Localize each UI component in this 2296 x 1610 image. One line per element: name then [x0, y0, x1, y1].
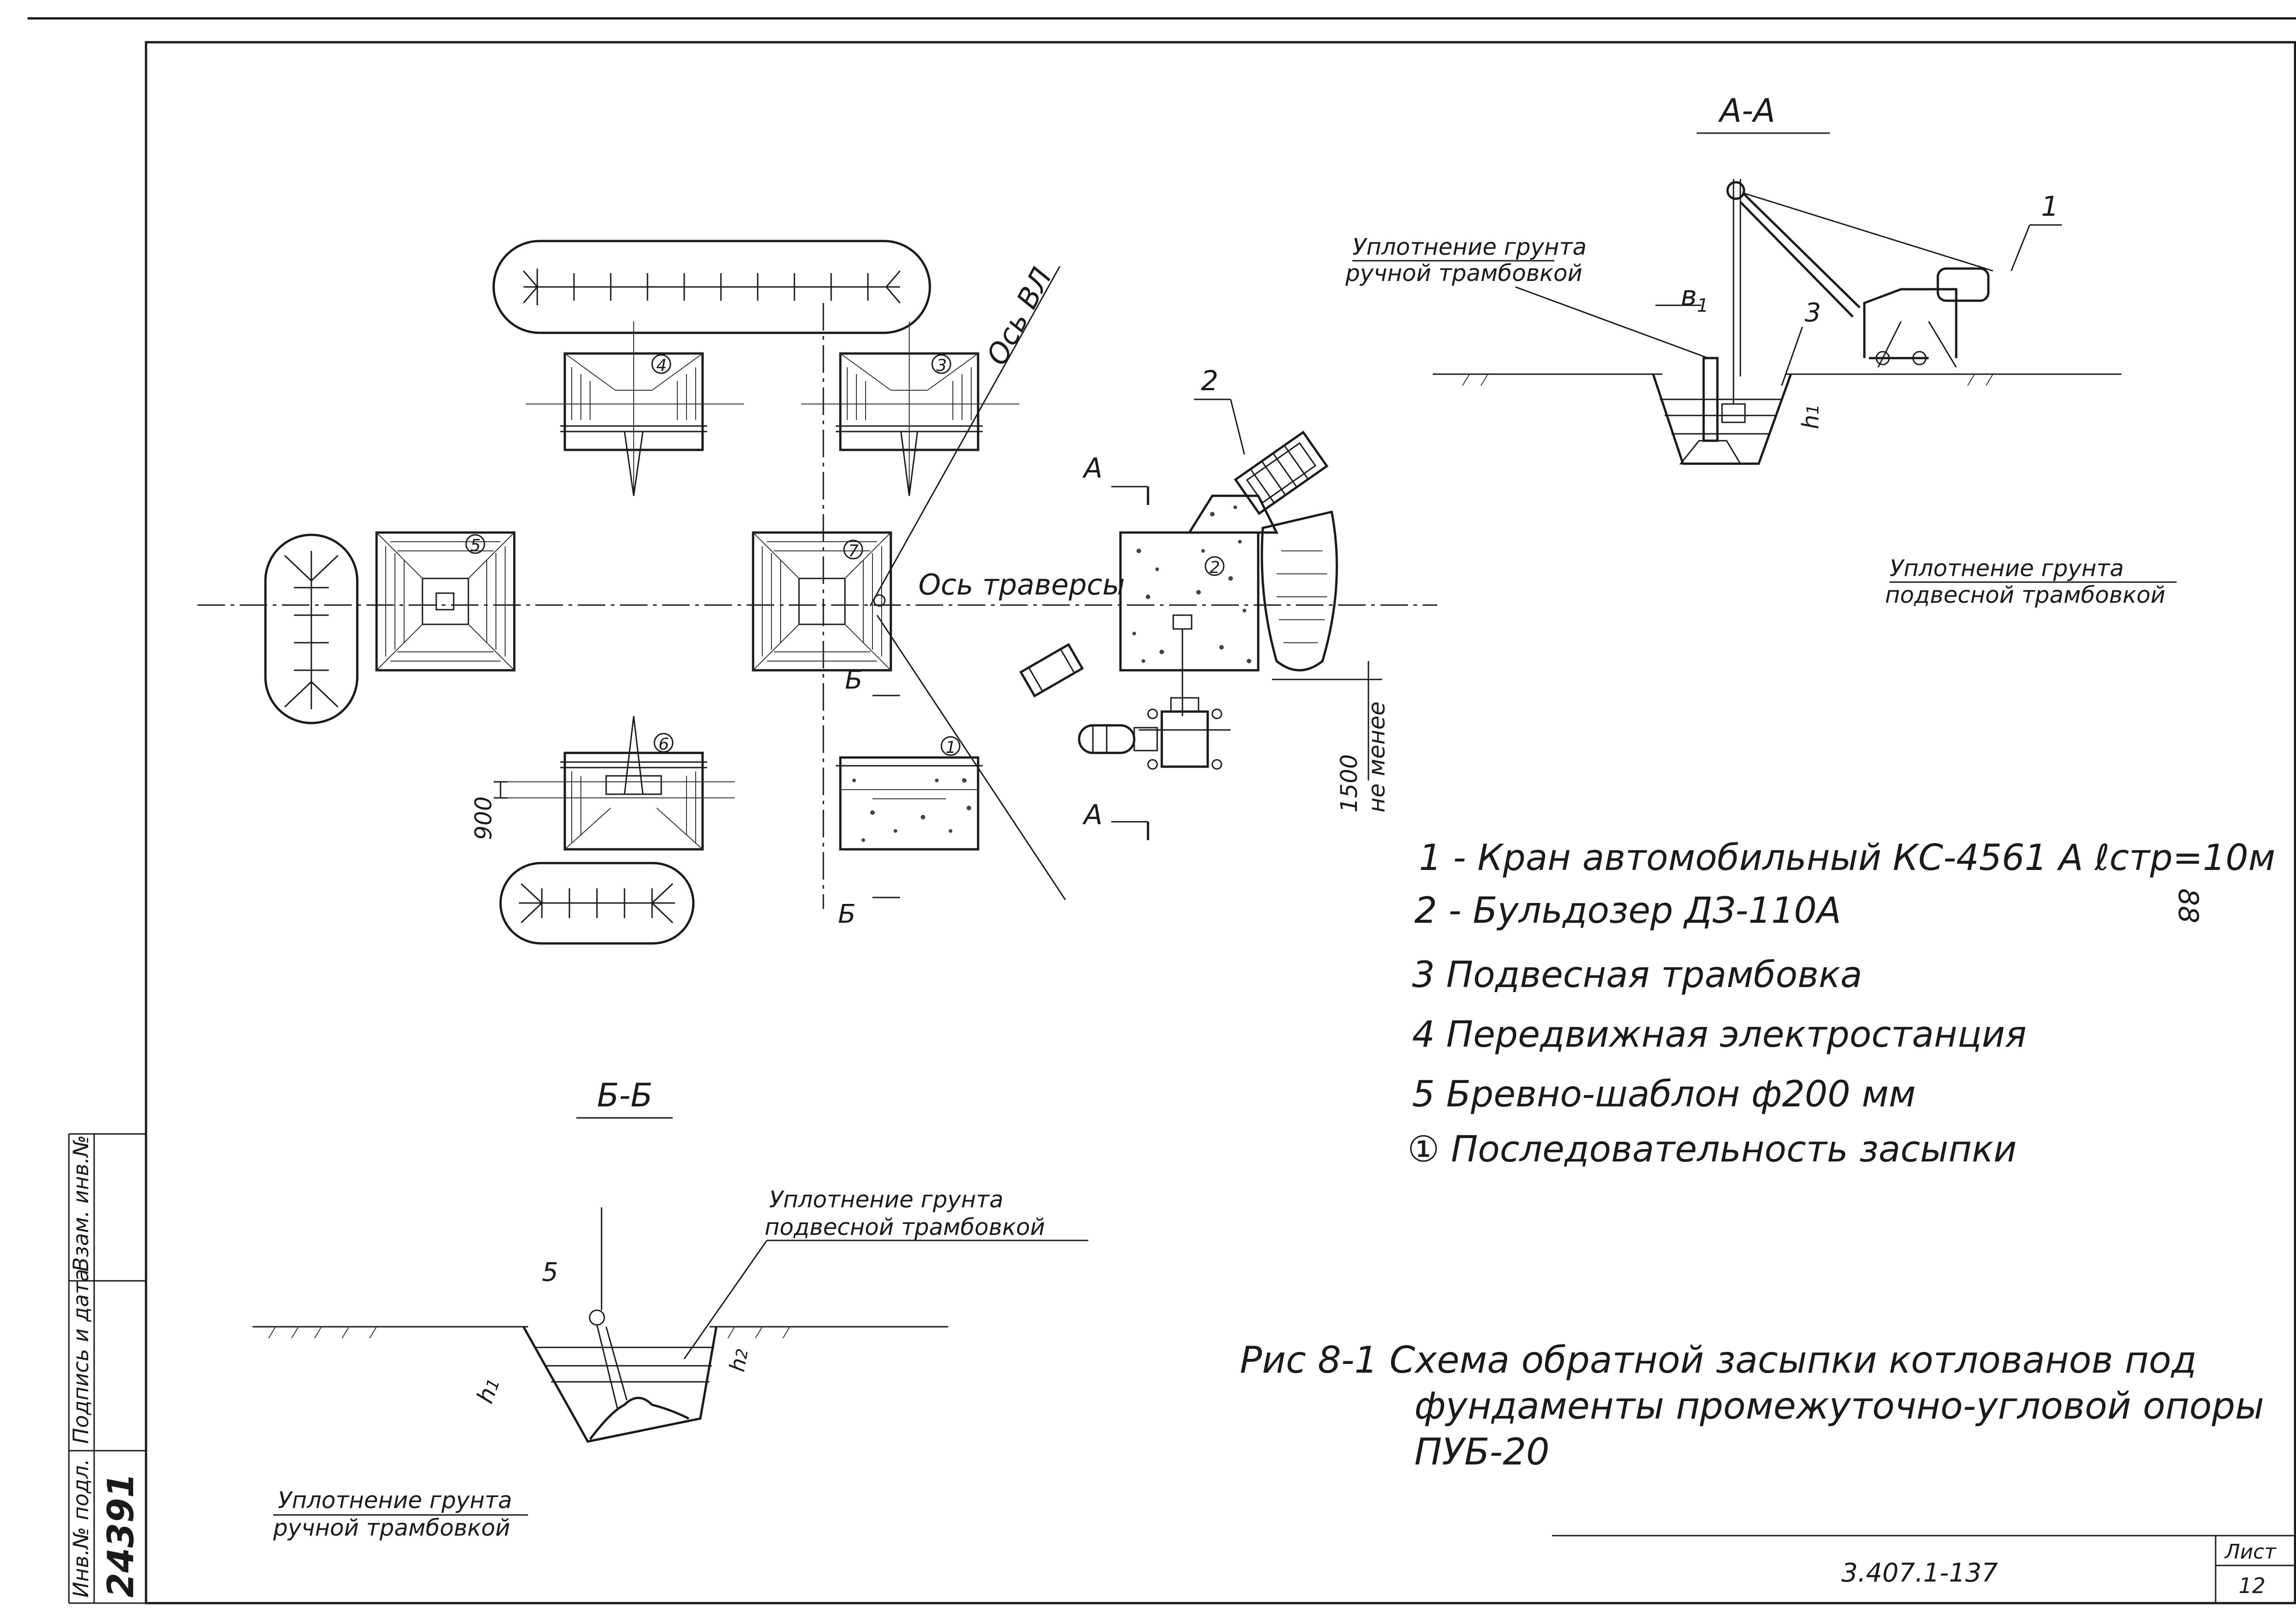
pit-6-number: 6 — [658, 735, 669, 754]
stamp-inv-original: Инв.№ подл. — [68, 1459, 93, 1598]
dimension-1500: 1500 не менее — [1272, 661, 1390, 813]
pit-6: 6 — [503, 716, 735, 851]
section-aa-label-1: 1 — [2041, 191, 2059, 223]
page-number: 88 — [2172, 888, 2204, 923]
section-aa-label-b1: в1 — [1681, 280, 1709, 316]
section-aa-title: А-А — [1718, 92, 1775, 129]
crane-plan-icon — [1078, 697, 1231, 770]
stamp-replacement-inv: Взам. инв.№ — [68, 1135, 93, 1272]
pit-1-number: 1 — [945, 738, 956, 757]
bulldozer-leader-label: 2 — [1201, 365, 1218, 397]
section-aa-hand-tamping-1: Уплотнение грунта — [1352, 234, 1587, 260]
section-bb-label-h1: h1 — [472, 1374, 505, 1407]
section-bb-hand-tamping-1: Уплотнение грунта — [278, 1487, 512, 1514]
inventory-stamp: Взам. инв.№ Подпись и дата Инв.№ подл. 2… — [68, 1133, 146, 1603]
dim-1500-text: 1500 — [1336, 754, 1362, 813]
log-template-bottom — [499, 862, 695, 945]
stamp-inv-number: 24391 — [101, 1473, 142, 1598]
pit-5: 5 — [375, 531, 516, 672]
pit-2: 2 — [1119, 494, 1279, 716]
pit-7-number: 7 — [848, 542, 859, 561]
sheet-frame — [28, 17, 2296, 1604]
soil-pile — [1261, 510, 1338, 672]
pit-1: 1 — [836, 736, 983, 851]
section-bb-suspended-tamping-1: Уплотнение грунта — [769, 1186, 1003, 1213]
pit-4: 4 — [526, 321, 744, 496]
section-aa-hand-tamping-2: ручной трамбовкой — [1345, 260, 1582, 286]
bulldozer-icon: 2 — [1194, 365, 1329, 515]
pit-4-number: 4 — [656, 356, 667, 375]
section-bb-hand-tamping-2: ручной трамбовкой — [273, 1515, 510, 1541]
cut-b-bottom: Б — [838, 899, 855, 929]
legend: 1 - Кран автомобильный КС-4561 А ℓстр=10… — [1407, 837, 2275, 1170]
dim-900-text: 900 — [470, 797, 497, 840]
vl-axis-line — [869, 266, 1061, 606]
section-bb-suspended-tamping-2: подвесной трамбовкой — [765, 1214, 1045, 1240]
legend-item-bulldozer: 2 - Бульдозер ДЗ-110А — [1414, 890, 1841, 931]
section-bb-label-5: 5 — [542, 1257, 558, 1287]
sheet-label: Лист — [2224, 1540, 2277, 1564]
legend-item-log-template: 5 Бревно-шаблон ф200 мм — [1412, 1074, 1916, 1115]
dimension-900: 900 — [470, 781, 507, 840]
generator-plan-icon — [1019, 643, 1084, 698]
legend-item-generator: 4 Передвижная электростанция — [1412, 1014, 2026, 1055]
caption-line-1: Рис 8-1 Схема обратной засыпки котловано… — [1240, 1339, 2197, 1381]
legend-item-sequence: ① Последовательность засыпки — [1407, 1129, 2017, 1170]
section-bb: Б-Б 5 h1 h2 Уплотнение грунта подвесной … — [253, 1077, 1088, 1541]
stamp-signature-date: Подпись и дата — [68, 1269, 93, 1444]
doc-code: 3.407.1-137 — [1841, 1558, 1998, 1588]
pit-2-number: 2 — [1210, 558, 1220, 577]
log-template-left — [264, 533, 359, 724]
section-aa: А-А 1 — [1345, 92, 2177, 608]
caption-line-3: ПУБ-20 — [1414, 1430, 1549, 1473]
crane-elevation-icon — [1726, 181, 1993, 368]
pit-5-number: 5 — [470, 536, 481, 555]
figure-caption: Рис 8-1 Схема обратной засыпки котловано… — [1240, 1339, 2264, 1473]
pit-3-number: 3 — [936, 356, 947, 375]
title-block: 3.407.1-137 Лист 12 — [1552, 1535, 2295, 1603]
legend-item-tamper: 3 Подвесная трамбовка — [1412, 954, 1862, 996]
sheet-number: 12 — [2239, 1573, 2266, 1598]
section-bb-label-h2: h2 — [725, 1346, 753, 1374]
pit-3: 3 — [801, 321, 1019, 496]
vl-axis-label: Ось ВЛ — [980, 262, 1059, 370]
section-aa-label-3: 3 — [1805, 298, 1821, 328]
section-aa-suspended-tamping-2: подвесной трамбовкой — [1885, 582, 2166, 608]
section-bb-title: Б-Б — [597, 1077, 653, 1114]
legend-item-crane: 1 - Кран автомобильный КС-4561 А ℓстр=10… — [1419, 837, 2275, 879]
plan-view: 4 3 — [197, 240, 1437, 945]
cut-marks: А А Б Б — [838, 452, 1149, 929]
dim-1500-note: не менее — [1363, 701, 1390, 813]
cut-b-top: Б — [845, 665, 862, 695]
section-aa-label-h1: h1 — [1797, 404, 1824, 429]
section-aa-suspended-tamping-1: Уплотнение грунта — [1890, 555, 2124, 582]
caption-line-2: фундаменты промежуточно-угловой опоры — [1414, 1385, 2264, 1427]
log-template-top — [492, 240, 931, 334]
section-bb-pit-outline — [522, 1326, 718, 1443]
cut-a-top: А — [1082, 452, 1103, 484]
traverse-axis-label: Ось траверсы — [918, 568, 1125, 601]
pit-7: 7 — [752, 531, 892, 672]
cut-a-bottom: А — [1082, 799, 1103, 831]
